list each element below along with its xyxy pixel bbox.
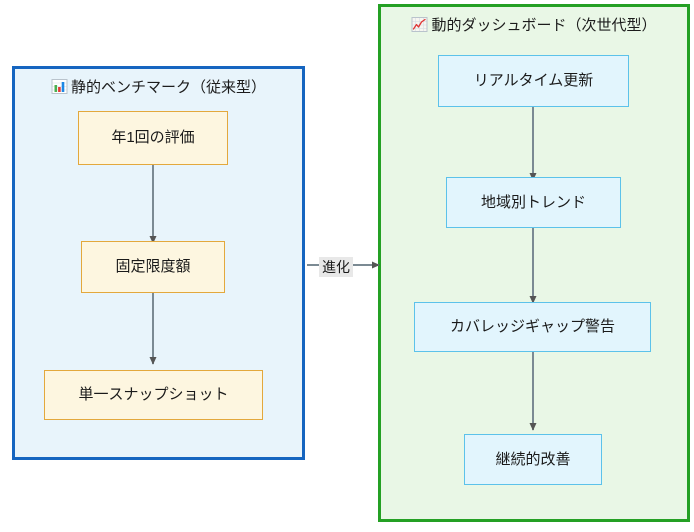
node-single-snapshot-label: 単一スナップショット xyxy=(78,386,229,403)
node-annual-evaluation-label: 年1回の評価 xyxy=(111,129,195,146)
node-continuous-improvement-label: 継続的改善 xyxy=(495,450,571,468)
node-fixed-limit-label: 固定限度額 xyxy=(115,258,191,275)
node-fixed-limit[interactable]: 固定限度額 xyxy=(81,241,225,293)
node-coverage-gap-alert[interactable]: カバレッジギャップ警告 xyxy=(414,302,651,352)
node-annual-evaluation[interactable]: 年1回の評価 xyxy=(78,111,228,165)
node-regional-trend[interactable]: 地域別トレンド xyxy=(446,177,621,228)
node-realtime-update[interactable]: リアルタイム更新 xyxy=(438,55,629,107)
node-coverage-gap-alert-label: カバレッジギャップ警告 xyxy=(449,318,615,335)
edge-label-evolution: 進化 xyxy=(319,257,353,277)
node-single-snapshot[interactable]: 単一スナップショット xyxy=(44,370,263,420)
node-realtime-update-label: リアルタイム更新 xyxy=(473,72,594,89)
node-regional-trend-label: 地域別トレンド xyxy=(480,193,586,211)
node-continuous-improvement[interactable]: 継続的改善 xyxy=(464,434,602,485)
